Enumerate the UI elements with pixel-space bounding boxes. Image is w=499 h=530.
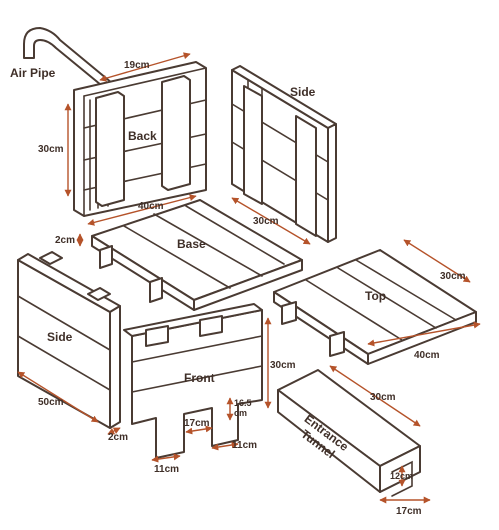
base-label: Base <box>177 237 206 251</box>
front-door-width-label: 17cm <box>184 418 210 429</box>
top-depth-label: 30cm <box>440 271 466 282</box>
tunnel-width-label: 17cm <box>396 506 422 517</box>
base-length-label: 40cm <box>138 201 164 212</box>
front-door-height-label: 16.5 <box>234 398 252 408</box>
base-depth-label: 30cm <box>253 216 279 227</box>
side-left-label: Side <box>47 330 73 344</box>
front-height-label: 30cm <box>270 360 296 371</box>
front-panel-drawing <box>123 303 263 459</box>
front-label: Front <box>184 371 215 385</box>
dimension-arrows <box>17 52 481 504</box>
base-feet-label: 2cm <box>55 235 75 246</box>
back-panel-drawing <box>73 61 207 217</box>
side-thickness-label: 2cm <box>108 432 128 443</box>
front-leg-left-label: 11cm <box>154 464 179 475</box>
back-label: Back <box>128 129 157 143</box>
air-pipe-label: Air Pipe <box>10 66 56 80</box>
top-length-label: 40cm <box>414 350 440 361</box>
back-width-label: 19cm <box>124 60 150 71</box>
tunnel-opening-label: 12cm <box>390 471 413 481</box>
tunnel-length-label: 30cm <box>370 392 396 403</box>
side-top-label: Side <box>290 85 316 99</box>
front-door-height-unit: cm <box>234 408 247 418</box>
side-panel-top-drawing <box>231 65 337 243</box>
side-length-label: 50cm <box>38 397 64 408</box>
back-height-label: 30cm <box>38 144 64 155</box>
top-label: Top <box>365 289 386 303</box>
front-leg-right-label: 11cm <box>232 440 257 451</box>
